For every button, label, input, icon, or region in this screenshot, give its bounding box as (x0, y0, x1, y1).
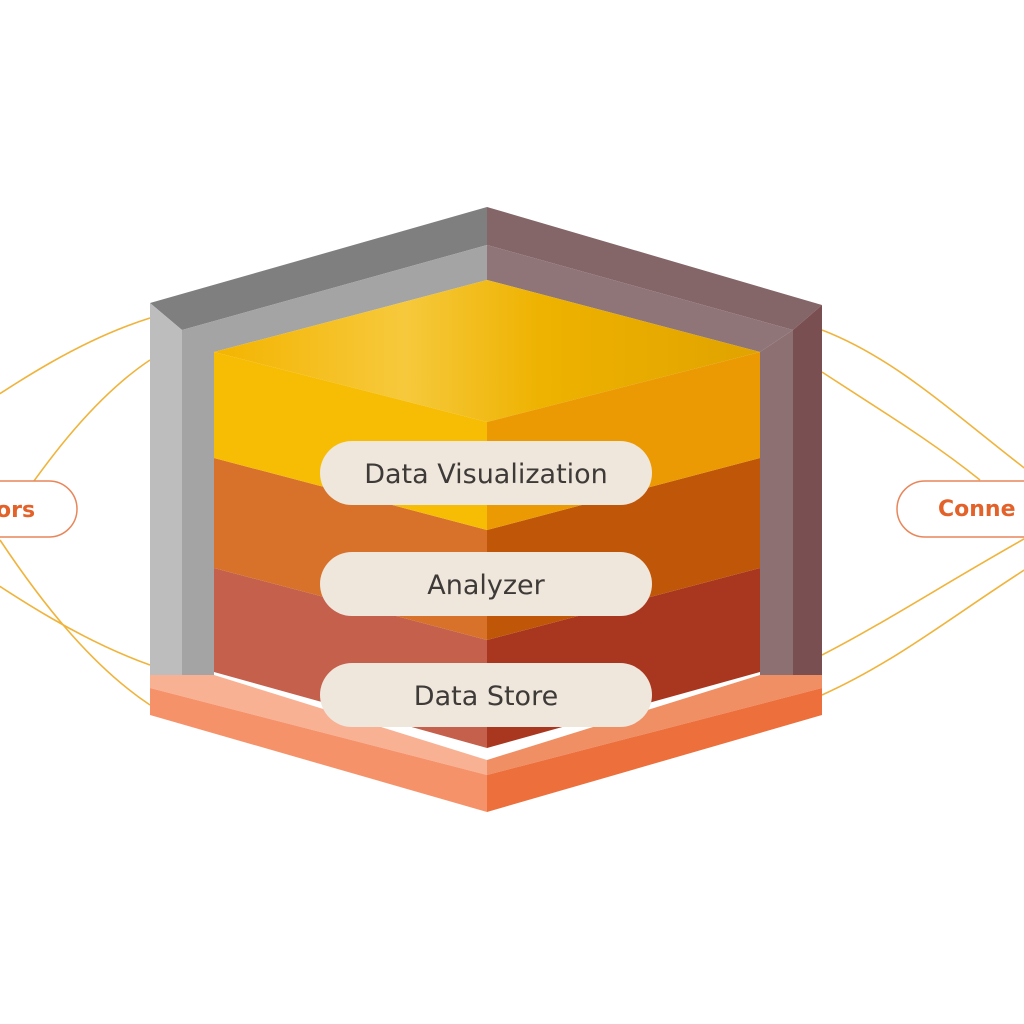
base-left-face (150, 688, 487, 812)
frame-top-right-face (487, 207, 822, 330)
right-connector-curve-3 (821, 538, 1024, 656)
left-connector-curve-4 (0, 539, 151, 706)
left-connector-curve-1 (0, 317, 151, 395)
layer-pill-data-visualization: Data Visualization (320, 441, 652, 505)
left-side-label: ors (0, 498, 35, 523)
left-connector-curve-3 (0, 585, 151, 666)
viz-top-face (214, 280, 760, 422)
hexagon-frame (150, 207, 822, 675)
base-plate (150, 675, 822, 812)
left-side-pill: ors (0, 480, 78, 538)
frame-left-outer-face (150, 303, 182, 675)
right-connector-curve-1 (821, 329, 1024, 469)
base-top-right-face (487, 675, 822, 775)
base-right-face (487, 688, 822, 812)
frame-top-left-face (150, 207, 487, 330)
layer-pill-data-store: Data Store (320, 663, 652, 727)
layer-label-data-visualization: Data Visualization (364, 459, 608, 490)
right-connector-curve-4 (821, 569, 1024, 696)
right-side-pill: Conne (896, 480, 1024, 538)
right-connector-curve-2 (821, 371, 981, 481)
layer-label-data-store: Data Store (414, 681, 558, 712)
right-side-label: Conne (938, 497, 1016, 522)
frame-left-inner-face (182, 245, 487, 675)
right-connector-lines (821, 329, 1024, 696)
layer-pill-analyzer: Analyzer (320, 552, 652, 616)
frame-right-inner-face (487, 245, 793, 352)
frame-right-middle-face (760, 330, 793, 675)
frame-right-outer-face (793, 305, 822, 675)
layer-label-analyzer: Analyzer (427, 570, 545, 601)
base-top-left-face (150, 675, 487, 775)
